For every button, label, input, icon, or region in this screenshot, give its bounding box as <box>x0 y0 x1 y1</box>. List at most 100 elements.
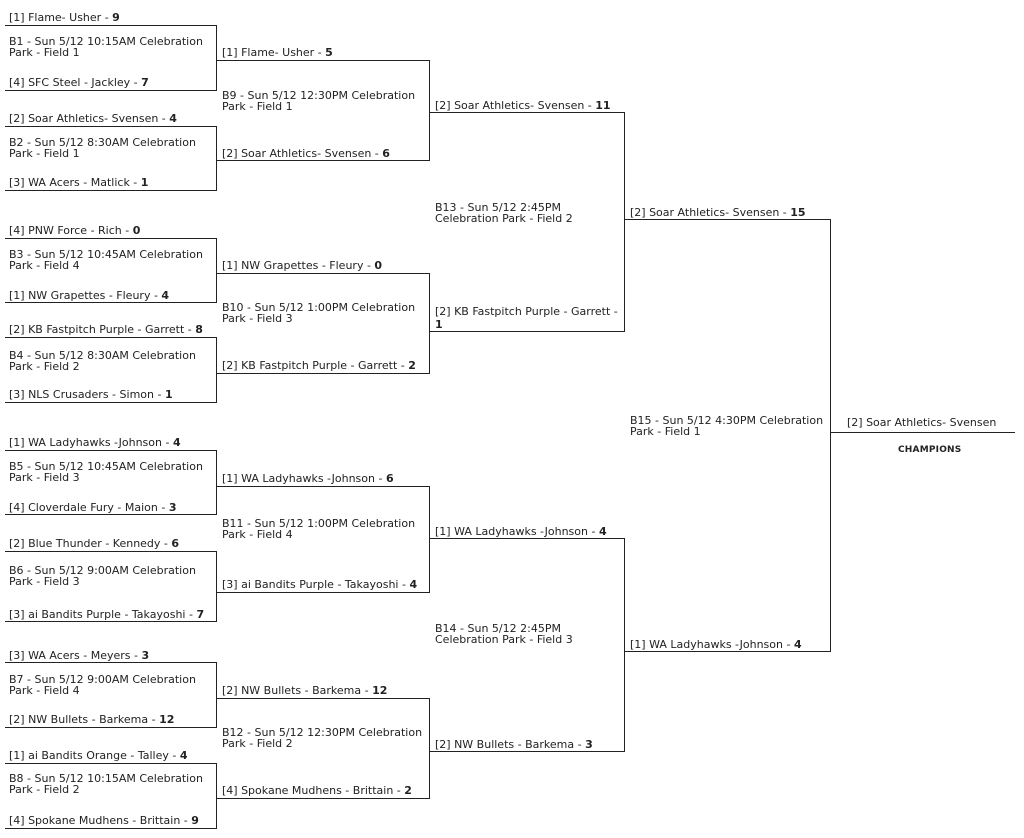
team-score: 0 <box>374 259 383 272</box>
bracket-line-b7 <box>5 662 217 728</box>
team-name: [1] WA Ladyhawks -Johnson - <box>9 436 173 449</box>
game-label: B15 - Sun 5/12 4:30PM Celebration Park -… <box>630 414 824 438</box>
champion-team: [2] Soar Athletics- Svensen <box>847 416 997 429</box>
bracket-line-b5 <box>5 450 217 515</box>
team-score: 7 <box>141 76 149 89</box>
team-name: [2] KB Fastpitch Purple - Garrett - <box>9 323 196 336</box>
bracket-line-b3 <box>5 238 217 303</box>
game-label: B10 - Sun 5/12 1:00PM Celebration Park -… <box>222 301 416 325</box>
team-score: 2 <box>404 784 412 797</box>
bracket-line-b6 <box>5 551 217 622</box>
team-slot: [2] KB Fastpitch Purple - Garrett - 2 <box>222 359 416 372</box>
game-label: B5 - Sun 5/12 10:45AM Celebration Park -… <box>9 460 203 484</box>
team-slot: [4] SFC Steel - Jackley - 7 <box>9 76 149 89</box>
team-slot: [4] Spokane Mudhens - Brittain - 9 <box>9 814 199 827</box>
team-slot: [3] ai Bandits Purple - Takayoshi - 4 <box>222 578 417 591</box>
team-slot: [4] Cloverdale Fury - Maion - 3 <box>9 501 177 514</box>
team-slot: [2] Soar Athletics- Svensen - 11 <box>435 99 611 112</box>
team-name: [1] WA Ladyhawks -Johnson - <box>222 472 386 485</box>
team-name: [2] Soar Athletics- Svensen - <box>222 147 383 160</box>
team-name: [3] WA Acers - Meyers - <box>9 649 142 662</box>
team-score: 12 <box>159 713 175 726</box>
bracket-line-b12 <box>216 698 430 799</box>
team-score: 1 <box>435 318 443 331</box>
team-slot: [1] WA Ladyhawks -Johnson - 4 <box>435 525 607 538</box>
team-score: 4 <box>793 638 802 651</box>
team-name: [2] NW Bullets - Barkema - <box>435 738 586 751</box>
team-slot: [1] Flame- Usher - 9 <box>9 11 120 24</box>
bracket-line-b15 <box>624 219 831 652</box>
team-score: 3 <box>168 501 177 514</box>
team-name: [2] NW Bullets - Barkema - <box>9 713 160 726</box>
team-name: [2] Blue Thunder - Kennedy - <box>9 537 172 550</box>
team-slot: [2] Soar Athletics- Svensen - 6 <box>222 147 390 160</box>
team-score: 1 <box>140 176 149 189</box>
team-name: [2] KB Fastpitch Purple - Garrett - <box>222 359 409 372</box>
team-name: [2] KB Fastpitch Purple - Garrett - <box>435 305 618 318</box>
game-label: B2 - Sun 5/12 8:30AM Celebration Park - … <box>9 136 196 160</box>
team-name: [1] NW Grapettes - Fleury - <box>222 259 375 272</box>
team-name: [4] Spokane Mudhens - Brittain - <box>9 814 192 827</box>
team-name: [3] ai Bandits Purple - Takayoshi - <box>9 608 197 621</box>
team-name: [1] WA Ladyhawks -Johnson - <box>630 638 794 651</box>
team-score: 9 <box>112 11 120 24</box>
team-score: 9 <box>191 814 199 827</box>
game-label: B12 - Sun 5/12 12:30PM Celebration Park … <box>222 726 423 750</box>
team-name: [3] ai Bandits Purple - Takayoshi - <box>222 578 410 591</box>
bracket-line-b13 <box>429 112 625 332</box>
bracket-line-b9 <box>216 60 430 161</box>
game-label: B3 - Sun 5/12 10:45AM Celebration Park -… <box>9 248 203 272</box>
team-score: 1 <box>164 388 173 401</box>
champions-label: CHAMPIONS <box>898 445 962 455</box>
game-label: B8 - Sun 5/12 10:15AM Celebration Park -… <box>9 772 203 796</box>
team-slot: [3] NLS Crusaders - Simon - 1 <box>9 388 173 401</box>
team-name: [2] Soar Athletics- Svensen - <box>435 99 596 112</box>
bracket-line-b2 <box>5 126 217 191</box>
game-label: B6 - Sun 5/12 9:00AM Celebration Park - … <box>9 564 196 588</box>
team-slot: [2] NW Bullets - Barkema - 12 <box>222 684 387 697</box>
team-score: 8 <box>195 323 203 336</box>
team-name: [4] PNW Force - Rich - <box>9 224 133 237</box>
team-slot: [2] Soar Athletics- Svensen - 15 <box>630 206 806 219</box>
team-score: 7 <box>196 608 205 621</box>
team-score: 11 <box>595 99 611 112</box>
team-score: 6 <box>385 472 394 485</box>
team-score: 4 <box>172 436 181 449</box>
game-label: B14 - Sun 5/12 2:45PM Celebration Park -… <box>435 622 573 646</box>
team-score: 5 <box>325 46 333 59</box>
team-name: [3] NLS Crusaders - Simon - <box>9 388 165 401</box>
team-score: 3 <box>141 649 150 662</box>
game-label: B7 - Sun 5/12 9:00AM Celebration Park - … <box>9 673 196 697</box>
team-name: [4] SFC Steel - Jackley - <box>9 76 142 89</box>
bracket-line-b1 <box>5 25 217 91</box>
team-slot: [3] ai Bandits Purple - Takayoshi - 7 <box>9 608 204 621</box>
team-score: 4 <box>169 112 177 125</box>
team-slot: [2] Blue Thunder - Kennedy - 6 <box>9 537 179 550</box>
team-slot: [3] WA Acers - Matlick - 1 <box>9 176 148 189</box>
team-name: [1] ai Bandits Orange - Talley - <box>9 749 180 762</box>
team-score: 4 <box>161 289 170 302</box>
team-slot: [4] PNW Force - Rich - 0 <box>9 224 140 237</box>
game-label: B13 - Sun 5/12 2:45PM Celebration Park -… <box>435 201 573 225</box>
game-label: B9 - Sun 5/12 12:30PM Celebration Park -… <box>222 89 416 113</box>
team-score: 6 <box>171 537 180 550</box>
team-slot: [3] WA Acers - Meyers - 3 <box>9 649 149 662</box>
team-slot: [2] KB Fastpitch Purple - Garrett - 1 <box>435 305 627 331</box>
game-label: B11 - Sun 5/12 1:00PM Celebration Park -… <box>222 517 416 541</box>
team-name: [1] Flame- Usher - <box>9 11 113 24</box>
team-slot: [2] NW Bullets - Barkema - 3 <box>435 738 593 751</box>
bracket-line-b10 <box>216 273 430 374</box>
team-score: 15 <box>790 206 806 219</box>
team-slot: [1] WA Ladyhawks -Johnson - 6 <box>222 472 394 485</box>
team-name: [2] Soar Athletics- Svensen - <box>9 112 170 125</box>
bracket-line-b4 <box>5 337 217 403</box>
team-slot: [1] ai Bandits Orange - Talley - 4 <box>9 749 187 762</box>
team-slot: [1] NW Grapettes - Fleury - 4 <box>9 289 169 302</box>
team-score: 0 <box>132 224 141 237</box>
team-name: [3] WA Acers - Matlick - <box>9 176 141 189</box>
team-name: [2] NW Bullets - Barkema - <box>222 684 373 697</box>
team-slot: [1] NW Grapettes - Fleury - 0 <box>222 259 382 272</box>
bracket-line-b11 <box>216 486 430 593</box>
